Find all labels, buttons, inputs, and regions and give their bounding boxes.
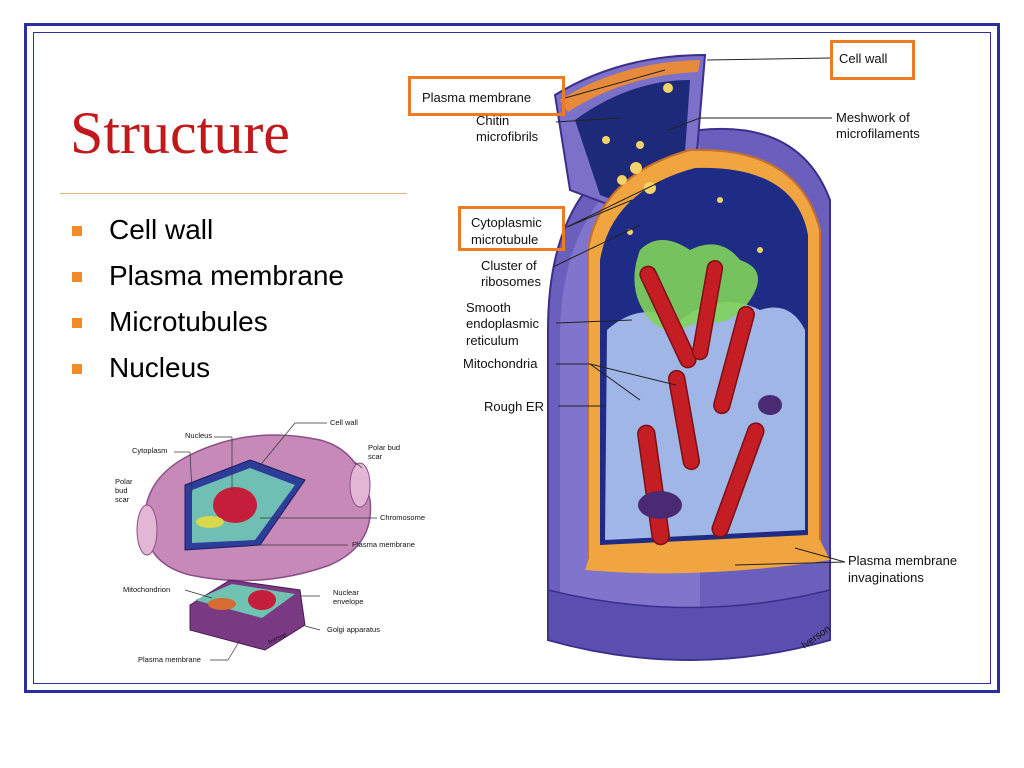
small-label-plasma-membrane: Plasma membrane xyxy=(352,540,415,549)
slide-title: Structure xyxy=(70,100,290,166)
label-rough-er: Rough ER xyxy=(484,399,544,414)
small-label-nucleus: Nucleus xyxy=(185,431,213,440)
mitochondria-rods xyxy=(637,259,765,546)
title-divider xyxy=(60,193,407,194)
small-leader-lines xyxy=(174,422,377,661)
small-label-mitochondrion: Mitochondrion xyxy=(123,585,171,594)
bullet-square-icon xyxy=(72,226,82,236)
label-pm-invaginations: Plasma membrane xyxy=(848,553,958,568)
small-golgi xyxy=(196,516,224,528)
label-cell-wall: Cell wall xyxy=(839,51,888,66)
ribosome-dots xyxy=(602,83,763,253)
small-label-cell-wall: Cell wall xyxy=(330,418,358,427)
slide-frame-inner xyxy=(33,32,991,684)
small-label-polar-bud-scar-right: Polar bud xyxy=(368,443,401,452)
highlight-box-cytoplasmic-microtubule xyxy=(458,206,565,251)
highlight-box-plasma-membrane xyxy=(408,76,565,116)
label-smooth-er-line3: reticulum xyxy=(466,333,519,348)
small-label-plasma-membrane-2: Plasma membrane xyxy=(138,655,201,664)
bullet-item: Plasma membrane xyxy=(72,258,344,304)
small-label-polar-left-line2: bud xyxy=(115,486,128,495)
cell-base xyxy=(547,589,831,661)
label-meshwork: Meshwork of xyxy=(836,110,910,125)
small-nucleus xyxy=(213,487,257,523)
bullet-item: Microtubules xyxy=(72,304,344,350)
label-cluster-line2: ribosomes xyxy=(481,274,541,289)
slide-frame-outer xyxy=(24,23,1000,693)
small-label-nuclear-envelope: Nuclear xyxy=(333,588,359,597)
small-slab-mito xyxy=(208,598,236,610)
base-orange-band xyxy=(585,540,830,574)
small-label-golgi: Golgi apparatus xyxy=(327,625,380,634)
label-pm-invaginations-line2: invaginations xyxy=(848,570,924,585)
small-label-polar-left: Polar xyxy=(115,477,133,486)
bullet-item: Nucleus xyxy=(72,350,344,396)
small-label-cytoplasm: Cytoplasm xyxy=(132,446,168,455)
bullet-square-icon xyxy=(72,272,82,282)
small-label-nuclear-envelope-line2: envelope xyxy=(333,597,364,606)
small-slab-nucleus xyxy=(248,590,276,610)
small-label-chromosome: Chromosome xyxy=(380,513,426,522)
bullet-square-icon xyxy=(72,364,82,374)
bullet-list: Cell wall Plasma membrane Microtubules N… xyxy=(72,212,344,396)
label-mitochondria: Mitochondria xyxy=(463,356,538,371)
label-meshwork-line2: microfilaments xyxy=(836,126,920,141)
organelle-blob xyxy=(758,395,782,415)
label-cluster: Cluster of xyxy=(481,258,537,273)
label-cytoplasmic-line2: microtubule xyxy=(471,232,539,247)
label-chitin-line2: microfibrils xyxy=(476,129,539,144)
label-chitin: Chitin xyxy=(476,113,510,128)
label-smooth-er-line2: endoplasmic xyxy=(466,316,539,331)
organelle-blob xyxy=(638,491,682,519)
leader-lines xyxy=(552,57,846,566)
highlight-box-cell-wall xyxy=(830,40,915,80)
polar-bud-scar-left xyxy=(136,504,158,556)
label-smooth-er: Smooth xyxy=(466,300,511,315)
cap-orange-band xyxy=(560,60,700,112)
bullet-square-icon xyxy=(72,318,82,328)
label-cytoplasmic: Cytoplasmic xyxy=(471,215,542,230)
polar-bud-scar-right xyxy=(349,462,371,508)
bullet-item: Cell wall xyxy=(72,212,344,258)
small-label-polar-bud-scar-right-line2: scar xyxy=(368,452,383,461)
small-label-polar-left-line3: scar xyxy=(115,495,130,504)
label-plasma-membrane: Plasma membrane xyxy=(422,90,532,105)
